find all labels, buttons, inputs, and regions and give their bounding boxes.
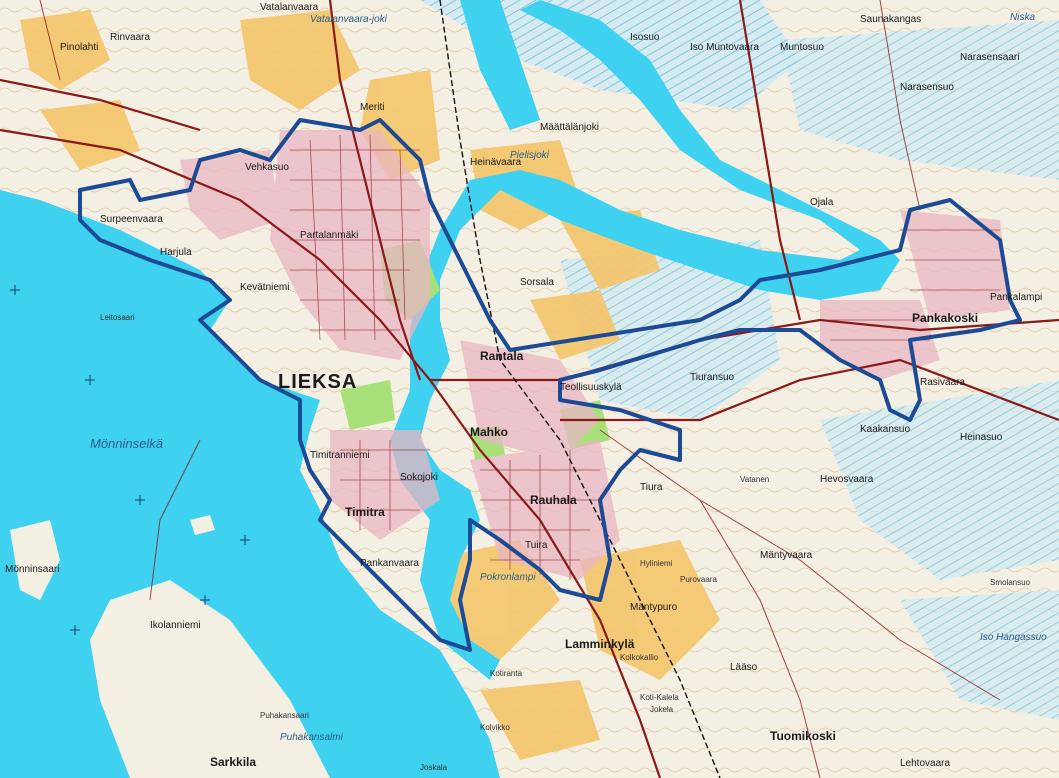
place-label: Hyliniemi (640, 559, 673, 568)
place-label: Pankalampi (990, 292, 1042, 303)
place-label: Muntosuo (780, 42, 824, 53)
water-label: Iso Hangassuo (980, 632, 1047, 643)
island-small[interactable] (190, 515, 215, 535)
place-label: Teollisuuskylä (560, 382, 622, 393)
place-label: Kolvikko (480, 723, 510, 732)
place-label: Tuira (525, 540, 548, 551)
place-label: Surpeenvaara (100, 214, 163, 225)
place-label: Mönninsaari (5, 564, 59, 575)
municipal-boundary[interactable] (78, 118, 1022, 652)
place-label: Vatanen (740, 475, 769, 484)
place-label: Ojala (810, 197, 834, 208)
place-label: Leitosaari (100, 313, 135, 322)
water-label: Pokronlampi (480, 572, 536, 583)
place-label: Timitranniemi (310, 450, 370, 461)
water-label: Mönninselkä (90, 436, 163, 451)
place-label: Harjula (160, 247, 192, 258)
place-label: Lehtovaara (900, 758, 950, 769)
place-label: Joskala (420, 763, 448, 772)
place-label: Mahko (470, 425, 508, 439)
place-label: Sokojoki (400, 472, 438, 483)
place-labels: LIEKSA Pankakoski Vatalanvaara Saunakang… (5, 2, 1047, 772)
place-label: Rasivaara (920, 377, 965, 388)
place-label: Narasensaari (960, 52, 1019, 63)
place-label: Sorsala (520, 277, 554, 288)
island-sarkkila[interactable] (90, 580, 330, 778)
upper-river[interactable] (460, 0, 540, 130)
place-label: Tiuransuo (690, 372, 735, 383)
place-label: Lamminkylä (565, 637, 635, 651)
place-label: Iso Muntovaara (690, 42, 759, 53)
water-label: Pielisjoki (510, 150, 550, 161)
place-label: Pinolahti (60, 42, 98, 53)
place-label: Pankanvaara (360, 558, 419, 569)
secondary-roads (39, 0, 1001, 778)
city-label: LIEKSA (278, 371, 357, 393)
place-label: Heinasuo (960, 432, 1003, 443)
place-label: Narasensuo (900, 82, 954, 93)
place-label: Smolansuo (990, 578, 1031, 587)
place-label: Kevätniemi (240, 282, 289, 293)
grid-crosses (10, 285, 250, 635)
place-label: Jokela (650, 705, 674, 714)
island-monninsaari[interactable] (10, 520, 60, 600)
place-label: Tuomikoski (770, 729, 836, 743)
river-pielisjoki[interactable] (390, 0, 900, 680)
place-label: Rinvaara (110, 32, 150, 43)
place-label: Rantala (480, 349, 524, 363)
place-label: Sarkkila (210, 755, 256, 769)
place-label: Timitra (345, 505, 385, 519)
place-label: Määttälänjoki (540, 122, 599, 133)
water-label: Vatalanvaara-joki (310, 14, 388, 25)
place-label: Kaakansuo (860, 424, 910, 435)
place-label: Lääso (730, 662, 758, 673)
place-label: Saunakangas (860, 14, 921, 25)
street-grid (290, 134, 1000, 580)
place-label: Hevosvaara (820, 474, 874, 485)
place-label: Puhakansaari (260, 711, 309, 720)
district-label: Pankakoski (912, 311, 978, 325)
place-label: Purovaara (680, 575, 717, 584)
place-label: Ikolanniemi (150, 620, 201, 631)
place-label: Koti-Kalela (640, 693, 679, 702)
place-label: Kotiranta (490, 669, 523, 678)
place-label: Rauhala (530, 493, 577, 507)
place-label: Isosuo (630, 32, 660, 43)
place-label: Heinävaara (470, 157, 522, 168)
place-label: Mäntyvaara (760, 550, 813, 561)
railway (439, 0, 721, 778)
water-label: Puhakansalmi (280, 732, 344, 743)
place-label: Vehkasuo (245, 162, 289, 173)
place-label: Mäntypuro (630, 602, 678, 613)
place-label: Partalanmäki (300, 230, 358, 241)
place-label: Tiura (640, 482, 663, 493)
place-label: Kolkokallio (620, 653, 659, 662)
place-label: Meriti (360, 102, 384, 113)
place-label: Vatalanvaara (260, 2, 319, 13)
water-label: Niska (1010, 12, 1035, 23)
